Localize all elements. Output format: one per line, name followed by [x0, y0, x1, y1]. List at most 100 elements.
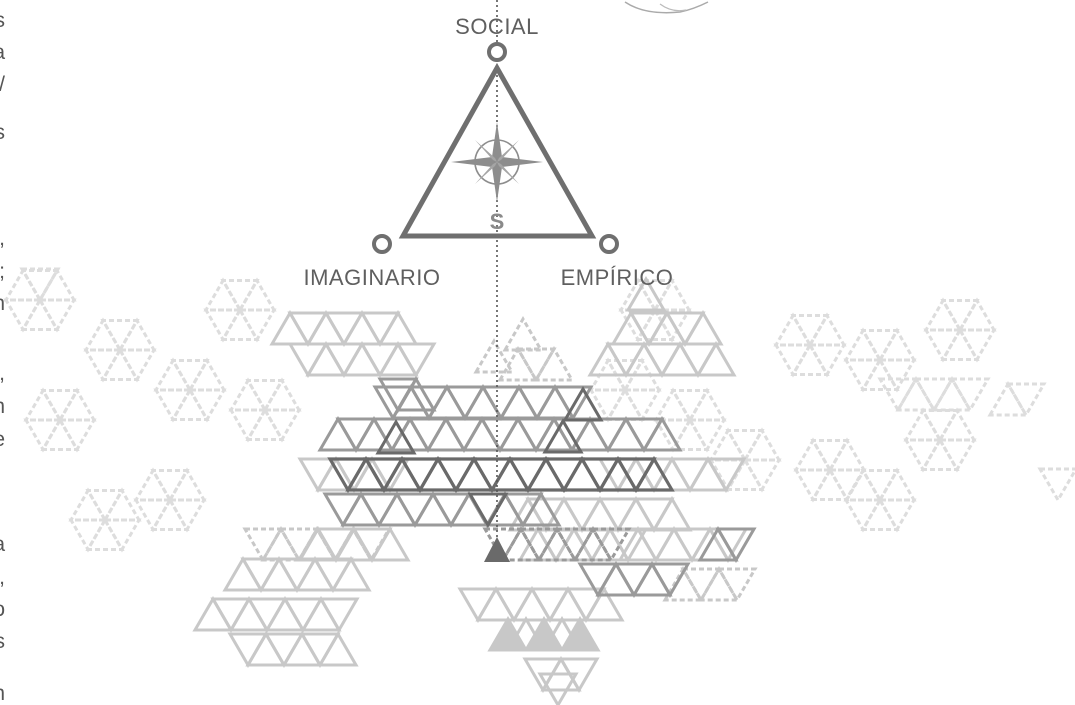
tile-triangle [325, 494, 361, 525]
hex-cluster-tile [248, 410, 282, 439]
hex-cluster-tile [248, 381, 282, 410]
sketch-fragment-icon-2 [660, 4, 686, 11]
tile-triangle [500, 349, 536, 380]
hex-cluster-tile [120, 321, 154, 350]
hex-cluster-tile [136, 471, 170, 500]
hex-cluster-tile [71, 491, 105, 520]
tile-triangle [195, 599, 231, 630]
tile-triangle [478, 589, 514, 620]
tile-triangle [600, 459, 636, 490]
hex-cluster-tile [170, 471, 204, 500]
tile-triangle [636, 459, 672, 490]
hex-cluster-tile [923, 411, 957, 440]
tile-triangle [428, 419, 464, 450]
left-margin-fragment: o [0, 598, 5, 621]
hex-cluster-tile [265, 410, 299, 439]
tile-triangle [372, 459, 408, 490]
tile-triangle [330, 459, 366, 490]
tile-triangle [266, 634, 302, 665]
left-margin-fragment: s [0, 9, 5, 32]
hex-cluster-tile [105, 491, 139, 520]
tile-triangle [1008, 384, 1044, 415]
hex-cluster-tile [190, 361, 224, 390]
tile-triangle [701, 569, 737, 600]
hex-cluster-tile [745, 431, 779, 460]
tile-triangle [582, 499, 618, 530]
hex-cluster-tile [796, 441, 830, 470]
hex-cluster-tile [846, 471, 880, 500]
tile-triangle [636, 459, 672, 490]
tile-triangle [379, 494, 415, 525]
hex-cluster-tile [846, 500, 880, 529]
tile-triangle [656, 529, 692, 560]
tile-triangle [362, 344, 398, 375]
tile-triangle [362, 313, 398, 344]
hex-cluster-tile [23, 300, 57, 329]
left-margin-fragment: n [0, 682, 5, 705]
hex-cluster-tile [863, 471, 897, 500]
left-margin-fragment: , [0, 362, 5, 385]
hex-cluster-tile [71, 520, 105, 549]
tile-triangle [285, 599, 321, 630]
hex-cluster-tile [153, 500, 187, 529]
tile-triangle [464, 419, 500, 450]
hex-cluster-tile [88, 520, 122, 549]
tile-triangle [420, 459, 456, 490]
tile-triangle [496, 589, 532, 620]
hex-cluster-tile [793, 345, 827, 374]
hex-cluster-tile [813, 441, 847, 470]
tile-triangle [582, 459, 618, 490]
tile-triangle [662, 344, 698, 375]
left-margin-fragment: n [0, 292, 5, 315]
hex-cluster-tile [728, 431, 762, 460]
hex-cluster-tile [673, 391, 707, 420]
hex-cluster-tile [846, 331, 880, 360]
hex-cluster-tile [940, 440, 974, 469]
tile-triangle [880, 379, 916, 410]
tile-triangle [318, 459, 354, 490]
left-margin-fragment: e [0, 428, 5, 451]
tile-triangle [402, 459, 438, 490]
left-margin-fragment: ; [0, 260, 5, 283]
tile-triangle [267, 599, 303, 630]
tile-triangle [243, 559, 279, 590]
hex-cluster-tile [40, 300, 74, 329]
hex-cluster-tile [943, 330, 977, 359]
hex-cluster-tile [656, 420, 690, 449]
tile-triangle [618, 459, 654, 490]
label-imaginario: IMAGINARIO [303, 265, 440, 290]
hex-cluster-tile [923, 440, 957, 469]
hex-cluster-tile [40, 271, 74, 300]
tile-triangle [532, 589, 568, 620]
tile-triangle [336, 459, 372, 490]
label-empirico: EMPÍRICO [561, 265, 674, 290]
hex-cluster-tile [173, 390, 207, 419]
hex-cluster-tile [240, 310, 274, 339]
tile-triangle [590, 419, 626, 450]
hex-cluster-tile [43, 391, 77, 420]
hex-cluster-tile [43, 420, 77, 449]
tile-triangle [429, 387, 465, 418]
tile-triangle [685, 313, 721, 344]
tile-triangle [644, 344, 680, 375]
hex-cluster-tile [745, 460, 779, 489]
compass-letter: S [490, 209, 505, 234]
tile-triangle [952, 379, 988, 410]
triangle-tessellation [6, 269, 1075, 705]
hex-cluster-tile [863, 500, 897, 529]
tile-triangle [279, 559, 315, 590]
tile-triangle [380, 313, 416, 344]
tile-triangle [433, 494, 469, 525]
hex-cluster-tile [810, 316, 844, 345]
hex-cluster-tile [776, 316, 810, 345]
tile-triangle [514, 589, 550, 620]
hex-cluster-tile [103, 350, 137, 379]
tile-triangle [519, 387, 555, 418]
tile-triangle [536, 349, 572, 380]
tile-triangle [898, 379, 934, 410]
hex-cluster-tile [223, 281, 257, 310]
hex-cluster-tile [863, 360, 897, 389]
hex-cluster-tile [86, 321, 120, 350]
tile-triangle-filled [490, 619, 526, 650]
